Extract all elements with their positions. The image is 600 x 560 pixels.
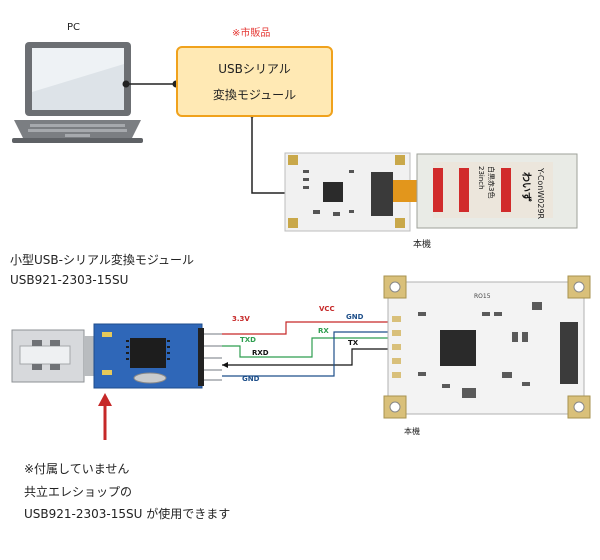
label-3v3: 3.3V [232, 315, 250, 323]
pc-label: PC [67, 22, 81, 33]
commercial-note: ※市販品 [232, 28, 271, 39]
label-txd: TXD [240, 336, 256, 344]
epaper-model: Y-ConW029R [536, 167, 545, 220]
unit-label-top: 本機 [413, 240, 432, 250]
label-gnd-left: GND [242, 375, 260, 383]
label-tx: TX [348, 339, 359, 347]
module-line1: USBシリアル [218, 61, 291, 76]
laptop-icon [12, 42, 143, 143]
module-title: 小型USB-シリアル変換モジュール [10, 253, 195, 267]
usb-serial-module-box: USBシリアル 変換モジュール [176, 46, 333, 117]
not-included-note: ※付属していません [24, 462, 130, 476]
unit-label-bottom: 本機 [404, 427, 420, 436]
label-rxd: RXD [252, 349, 269, 357]
module-line2: 変換モジュール [212, 87, 297, 102]
epaper-vertical-text: わいず [520, 172, 533, 202]
unit-with-epaper: Y-ConW029R わいず 23inch 白黒赤3色 [284, 152, 578, 232]
usb-dongle [11, 323, 222, 389]
compatible-part-note: USB921-2303-15SU が使用できます [24, 507, 231, 521]
epaper-line3: 白黒赤3色 [487, 166, 496, 198]
board-silkscreen: RO15 [474, 293, 491, 300]
label-vcc: VCC [319, 305, 335, 313]
label-rx: RX [318, 327, 329, 335]
label-gnd-right: GND [346, 313, 364, 321]
unit-board: RO15 [383, 275, 591, 419]
module-part-number: USB921-2303-15SU [10, 273, 129, 287]
epaper-line2: 23inch [477, 166, 485, 190]
shop-note: 共立エレショップの [24, 485, 133, 499]
